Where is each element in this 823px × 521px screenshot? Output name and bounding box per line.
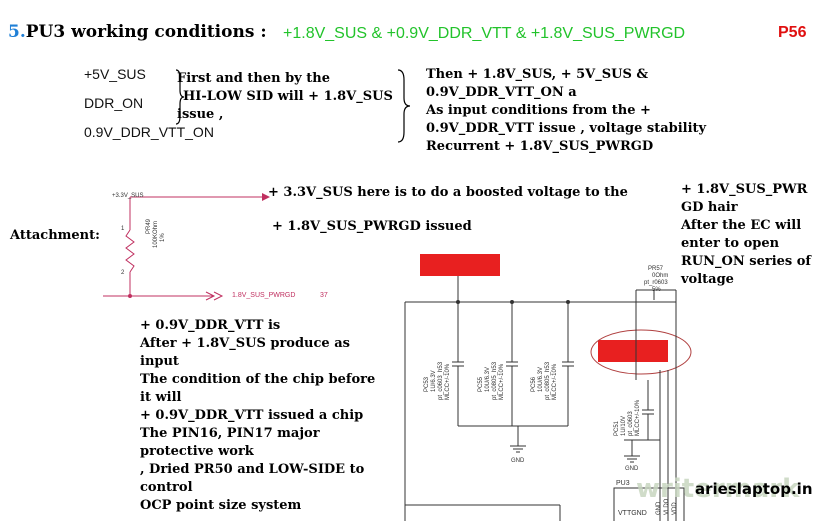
cap-value: 1U/6.3V: [431, 370, 437, 392]
pin-1: 1: [121, 226, 125, 232]
step1-text: First and then by the HI-LOW SID will + …: [177, 70, 393, 124]
gnd-label: GND: [511, 458, 525, 464]
cap-type: MLCC+/-10%: [499, 363, 505, 400]
resistor-ref: PR57: [648, 266, 664, 272]
page-title: 5.PU3 working conditions :: [8, 22, 267, 42]
step2-line: 0.9V_DDR_VTT_ON a: [426, 85, 577, 100]
cap-package: pt_c0805_h53: [492, 361, 498, 400]
vtt-note-line: protective work: [140, 444, 254, 459]
resistor-value: 0Ohm: [652, 273, 669, 279]
right-note-line: + 1.8V_SUS_PWR: [681, 182, 808, 197]
step2-line: Recurrent + 1.8V_SUS_PWRGD: [426, 139, 654, 154]
highlight-ellipse: [590, 329, 692, 375]
vtt-note-line: control: [140, 480, 193, 495]
step2-line: As input conditions from the +: [426, 103, 651, 118]
chip-outline: [613, 487, 685, 521]
highlight-box-1: [420, 254, 500, 276]
pin-2: 2: [121, 270, 125, 276]
cap-package: pt_c0603_h53: [438, 361, 444, 400]
attachment-label: Attachment:: [10, 228, 100, 243]
section-title: PU3 working conditions :: [25, 22, 267, 42]
vtt-note-line: + 0.9V_DDR_VTT is: [140, 318, 281, 333]
input-ddr-on: DDR_ON: [84, 95, 144, 111]
resistor-tolerance: 1%: [160, 233, 166, 242]
resistor-value: 100KOhm: [153, 220, 159, 248]
cap-type: MLCC+/-10%: [445, 363, 451, 400]
step2-text: Then + 1.8V_SUS, + 5V_SUS & 0.9V_DDR_VTT…: [426, 66, 706, 156]
vtt-note-line: The condition of the chip before: [140, 372, 376, 387]
resistor-package: pt_r0603: [644, 280, 668, 286]
cap-package: pt_c0805_h53: [545, 361, 551, 400]
right-note-line: voltage: [681, 272, 734, 287]
right-note-line: After the EC will: [681, 218, 802, 233]
vtt-note-line: OCP point size system: [140, 498, 302, 513]
cap-ref: PC56: [531, 376, 537, 392]
boost-note-line2: + 1.8V_SUS_PWRGD issued: [272, 219, 472, 234]
vtt-note: + 0.9V_DDR_VTT is After + 1.8V_SUS produ…: [140, 317, 375, 515]
site-url: arieslaptop.in: [695, 480, 813, 498]
cap-ref: PC53: [424, 376, 430, 392]
brace-2: [397, 69, 411, 143]
cap-package: pt_c0603: [628, 411, 634, 436]
cap-type: MLCC+/-10%: [552, 363, 558, 400]
arrow-head: [262, 193, 270, 201]
resistor-ref: PR49: [146, 218, 152, 234]
vtt-note-line: input: [140, 354, 179, 369]
cap-ref: PC51: [614, 420, 620, 436]
step2-line: 0.9V_DDR_VTT issue , voltage stability: [426, 121, 707, 136]
gnd-label: GND: [625, 466, 639, 472]
chip-ref: PU3: [616, 480, 630, 487]
vtt-note-line: + 0.9V_DDR_VTT issued a chip: [140, 408, 364, 423]
right-note-line: RUN_ON series of: [681, 254, 812, 269]
boost-note-line1: + 3.3V_SUS here is to do a boosted volta…: [268, 185, 628, 200]
section-number: 5.: [8, 22, 26, 42]
cap-type: MLCC+/-10%: [635, 399, 641, 436]
step1-line: HI-LOW SID will + 1.8V_SUS: [183, 89, 393, 104]
vtt-note-line: it will: [140, 390, 182, 405]
right-note: + 1.8V_SUS_PWR GD hair After the EC will…: [681, 181, 811, 289]
page-subtitle: +1.8V_SUS & +0.9V_DDR_VTT & +1.8V_SUS_PW…: [283, 25, 686, 42]
step2-line: Then + 1.8V_SUS, + 5V_SUS &: [426, 67, 649, 82]
resistor-tolerance: 5%: [652, 287, 661, 293]
right-note-line: GD hair: [681, 200, 738, 215]
cap-ref: PC55: [478, 376, 484, 392]
cap-value: 1U/10V: [621, 415, 627, 436]
step1-line: First and then by the: [177, 71, 330, 86]
cap-value: 10U/6.3V: [538, 366, 544, 392]
resistor-symbol: [125, 229, 135, 273]
vtt-note-line: The PIN16, PIN17 major: [140, 426, 320, 441]
pwrgd-arrow: [213, 291, 224, 301]
pwrgd-page-ref: 37: [320, 292, 328, 299]
vtt-note-line: , Dried PR50 and LOW-SIDE to: [140, 462, 365, 477]
input-5v-sus: +5V_SUS: [84, 66, 146, 82]
chip-pin-label: VDD: [672, 502, 678, 515]
pwrgd-arrow: [205, 291, 216, 301]
right-note-line: enter to open: [681, 236, 780, 251]
highlight-box-2: [598, 340, 668, 362]
vtt-note-line: After + 1.8V_SUS produce as: [140, 336, 350, 351]
cap-value: 10U/6.3V: [485, 366, 491, 392]
input-vtt-on: 0.9V_DDR_VTT_ON: [84, 124, 214, 140]
chip-pin-label: VTTGND: [618, 510, 647, 517]
net-label-3v3: +3.3V_SUS: [112, 193, 144, 199]
watermark: writermark: [636, 474, 800, 504]
brace-1: [175, 69, 185, 125]
page-reference: P56: [778, 24, 807, 41]
pwrgd-net-label: 1.8V_SUS_PWRGD: [232, 292, 296, 299]
step1-line: issue ,: [177, 107, 224, 122]
